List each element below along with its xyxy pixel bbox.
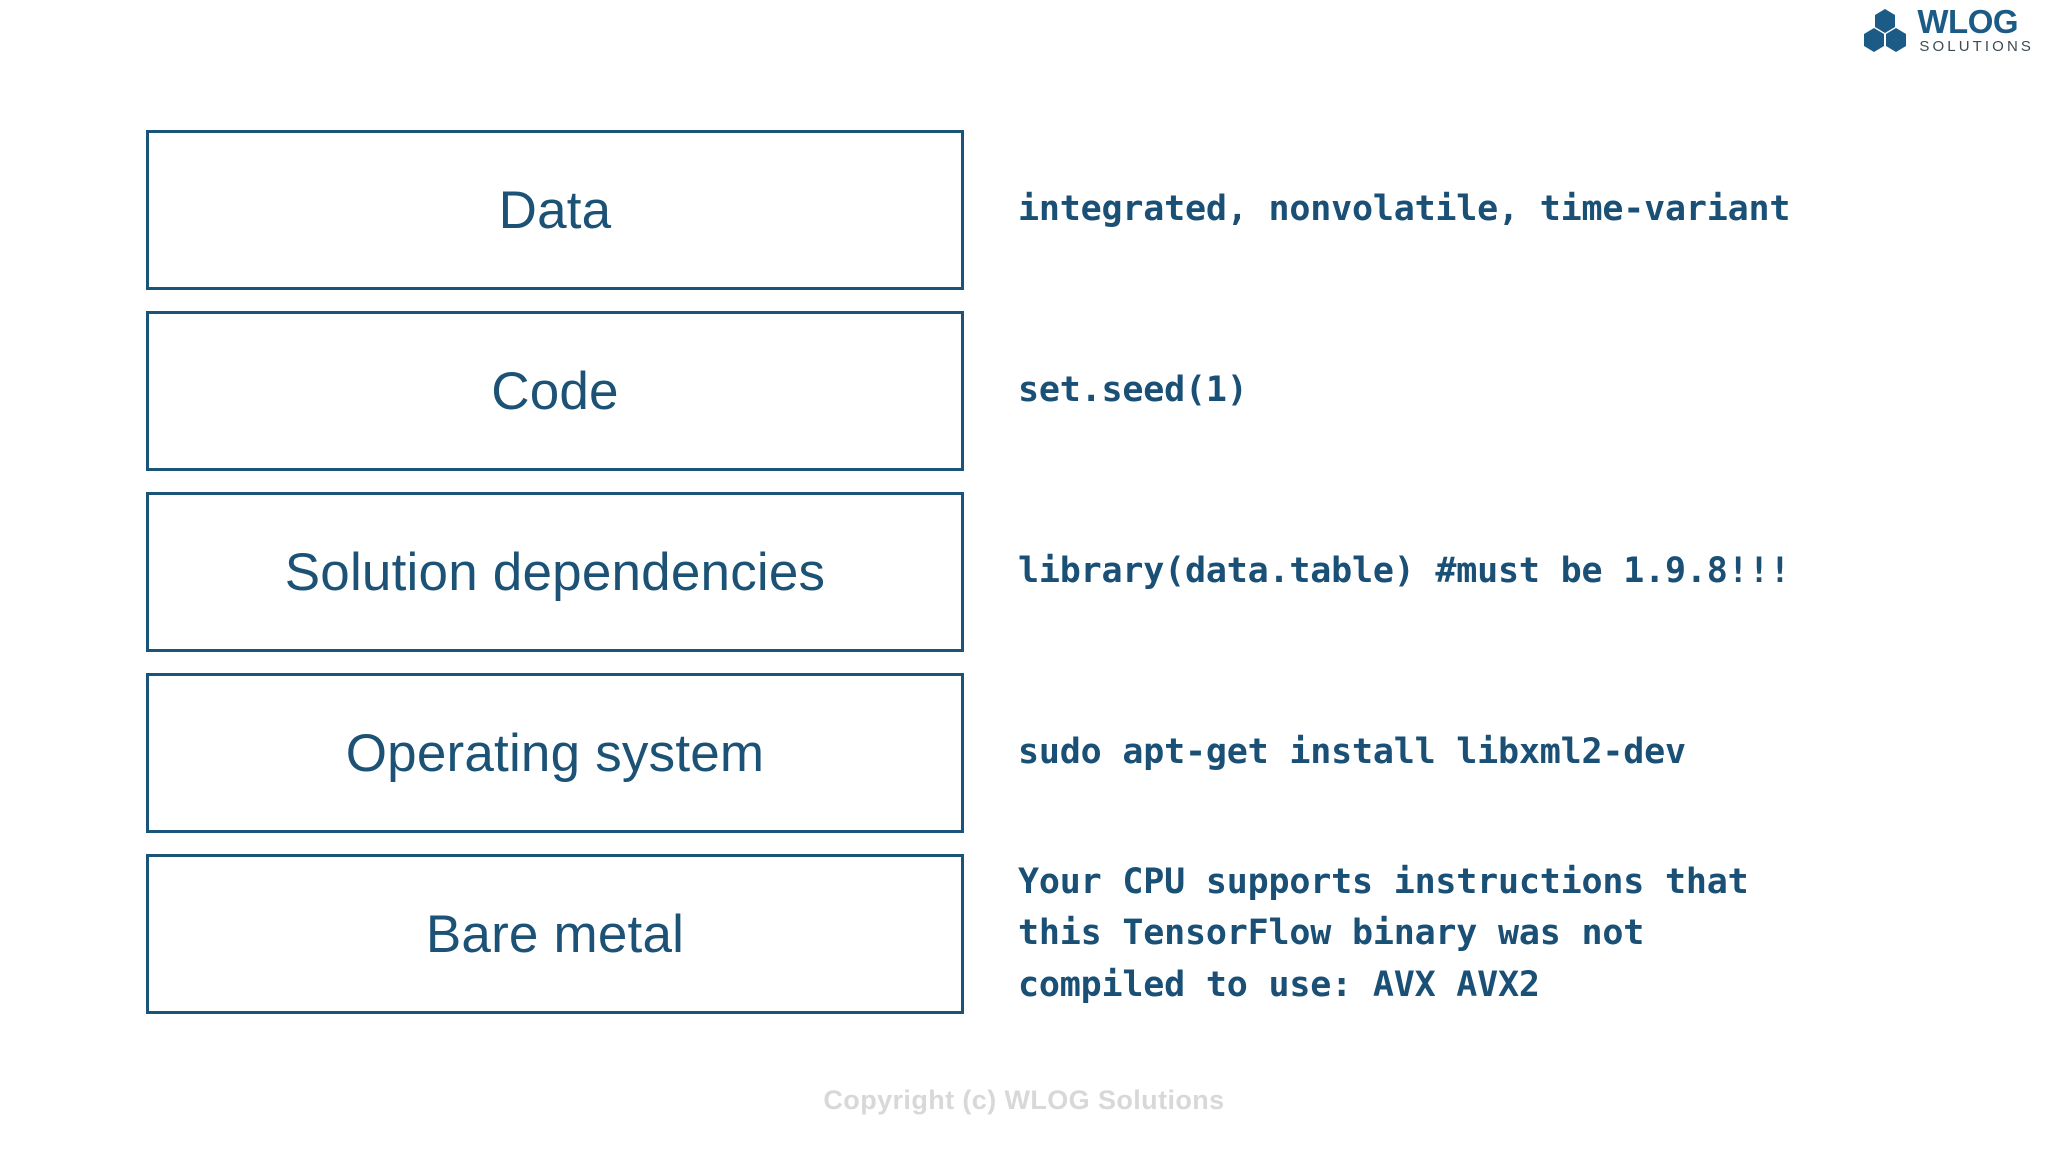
layer-box-solution-dependencies: Solution dependencies: [146, 492, 964, 652]
code-row-solution-dependencies: library(data.table) #must be 1.9.8!!!: [1018, 492, 1978, 652]
layer-box-bare-metal: Bare metal: [146, 854, 964, 1014]
code-row-bare-metal: Your CPU supports instructions that this…: [1018, 854, 1978, 1014]
code-example: Your CPU supports instructions that this…: [1018, 861, 1749, 1005]
code-example: integrated, nonvolatile, time-variant: [1018, 189, 1791, 230]
layer-label: Data: [498, 180, 612, 240]
footer-copyright: Copyright (c) WLOG Solutions: [823, 1085, 1225, 1115]
layer-stack: Data Code Solution dependencies Operatin…: [146, 130, 964, 1014]
code-example: library(data.table) #must be 1.9.8!!!: [1018, 551, 1791, 592]
wlog-logo: WLOG SOLUTIONS: [1862, 3, 2034, 56]
logo-wordmark: WLOG SOLUTIONS: [1917, 3, 2034, 56]
code-example: set.seed(1): [1018, 370, 1248, 411]
layer-box-data: Data: [146, 130, 964, 290]
code-row-data: integrated, nonvolatile, time-variant: [1018, 130, 1978, 290]
hexagon-cluster-icon: [1864, 9, 1907, 53]
code-example: sudo apt-get install libxml2-dev: [1018, 732, 1686, 773]
layer-box-code: Code: [146, 311, 964, 471]
layer-label: Operating system: [345, 723, 765, 783]
layer-box-operating-system: Operating system: [146, 673, 964, 833]
code-row-operating-system: sudo apt-get install libxml2-dev: [1018, 673, 1978, 833]
logo-word: WLOG: [1917, 3, 2019, 40]
layer-label: Code: [491, 361, 619, 421]
code-example-column: integrated, nonvolatile, time-variant se…: [1018, 130, 1978, 1014]
layer-label: Solution dependencies: [284, 542, 826, 602]
code-row-code: set.seed(1): [1018, 311, 1978, 471]
logo-subtitle: SOLUTIONS: [1919, 38, 2034, 56]
layer-label: Bare metal: [425, 904, 685, 964]
